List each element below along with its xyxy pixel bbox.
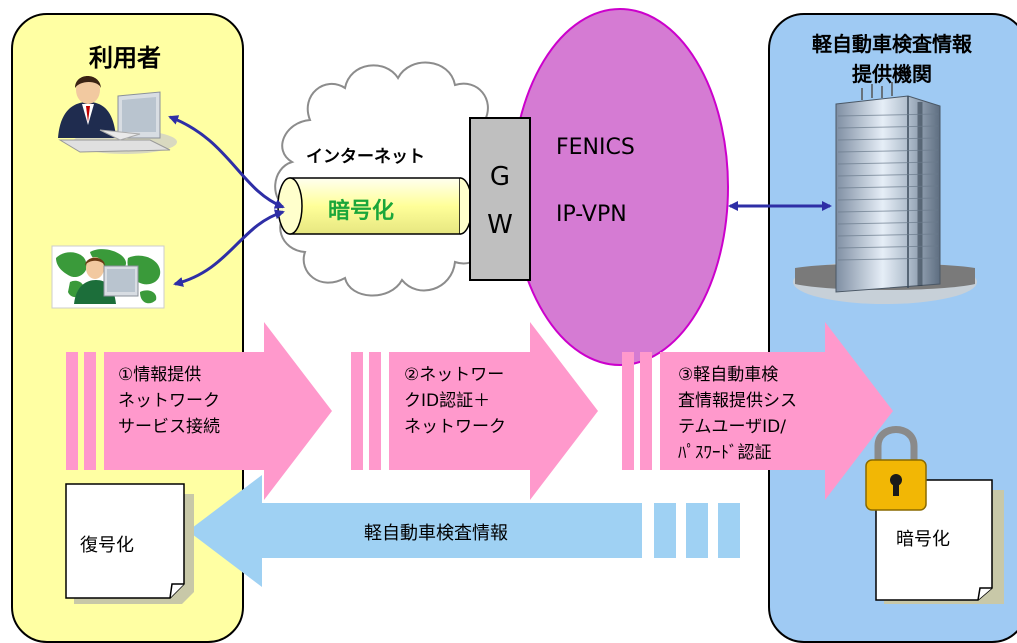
vpn-ellipse	[511, 8, 729, 366]
gateway-box	[469, 117, 531, 281]
step-arrow-3	[622, 322, 893, 500]
encrypted-document-label: 暗号化	[896, 529, 950, 550]
internet-label: インターネット	[306, 147, 425, 167]
step-arrow-2	[351, 322, 598, 500]
vpn-label-fenics: FENICS	[556, 135, 635, 160]
step-1-line-3: サービス接続	[118, 417, 220, 437]
step-3-line-1: ③軽自動車検	[678, 365, 779, 385]
step-arrow-1	[66, 322, 332, 500]
link-arrow-user1-internet	[168, 115, 285, 209]
return-arrow-label: 軽自動車検査情報	[364, 523, 508, 544]
link-arrow-user2-internet	[173, 209, 285, 287]
provider-panel-title-line1: 軽自動車検査情報	[812, 32, 972, 56]
gateway-label-w: W	[487, 210, 513, 240]
step-3-line-2: 査情報提供シス	[678, 391, 797, 411]
step-1-line-1: ①情報提供	[118, 365, 202, 385]
tunnel-label: 暗号化	[328, 199, 395, 224]
user-panel-title: 利用者	[89, 44, 161, 72]
building-icon	[793, 82, 977, 304]
lock-icon	[865, 426, 927, 511]
step-2-line-2: クID認証＋	[404, 391, 491, 411]
return-arrow	[188, 475, 740, 587]
network-diagram	[51, 8, 1004, 604]
decrypted-document-label: 復号化	[80, 535, 134, 556]
decrypted-document-icon	[65, 483, 194, 604]
step-1-line-2: ネットワーク	[118, 391, 220, 411]
step-arrows	[66, 322, 893, 500]
user-map-icon	[51, 245, 165, 309]
vpn-label-ipvpn: IP-VPN	[556, 202, 627, 227]
step-2-line-1: ②ネットワー	[404, 365, 505, 385]
user-computer-icon	[58, 76, 177, 154]
step-2-line-3: ネットワーク	[404, 417, 506, 437]
gateway-label-g: G	[489, 162, 511, 192]
step-3-line-3: テムユーザID/	[678, 417, 786, 437]
step-3-line-4: ﾊﾟｽﾜｰﾄﾞ認証	[678, 443, 772, 463]
